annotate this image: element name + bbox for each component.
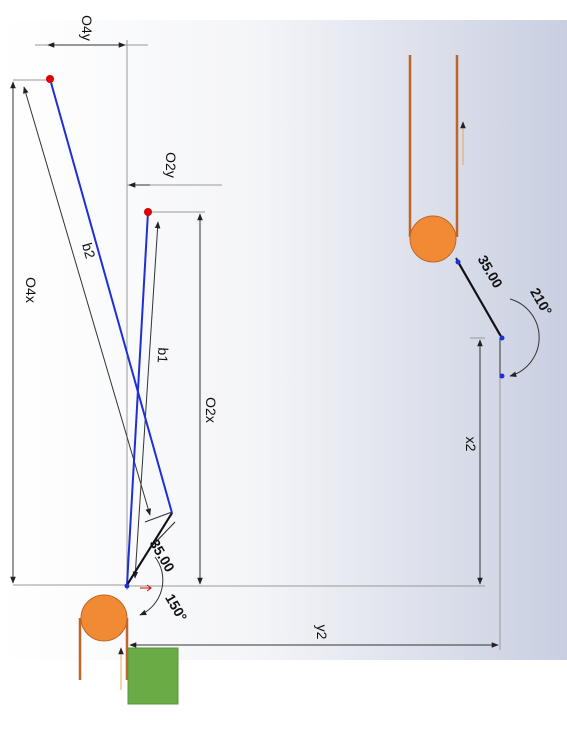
crank-left — [126, 512, 173, 586]
red-small-arrow — [140, 584, 152, 592]
label-b2: b2 — [79, 241, 99, 261]
label-b1: b1 — [155, 347, 172, 364]
crank-right — [457, 261, 503, 339]
green-block — [127, 647, 179, 705]
dimension-lines — [10, 42, 540, 648]
label-o4y: O4y — [79, 15, 95, 41]
wheel-left — [80, 594, 128, 642]
dim-b2 — [23, 86, 151, 516]
arc-210 — [509, 298, 540, 377]
dim-b1 — [132, 221, 161, 579]
label-x2: x2 — [463, 437, 479, 452]
label-o2y: O2y — [163, 152, 179, 178]
crank-right-tip-point — [455, 259, 461, 265]
wheel-right — [409, 215, 457, 263]
label-o4x: O4x — [23, 277, 39, 303]
crank-right-pivot-point — [499, 335, 505, 341]
pivot-o4 — [46, 75, 54, 83]
label-y2: y2 — [314, 625, 330, 640]
crank-origin-point — [124, 583, 130, 589]
background-panel — [0, 20, 567, 660]
link-b2 — [49, 78, 173, 514]
arc-150 — [139, 556, 164, 616]
pivot-o2 — [144, 208, 152, 216]
wheel-left-group — [78, 594, 129, 690]
label-o2x: O2x — [203, 397, 219, 423]
wheel-right-group — [408, 55, 466, 263]
dim-crank-left — [149, 521, 176, 549]
arc-end-point — [499, 373, 505, 379]
dim-b1-hook — [144, 511, 173, 523]
link-b1 — [126, 211, 149, 586]
